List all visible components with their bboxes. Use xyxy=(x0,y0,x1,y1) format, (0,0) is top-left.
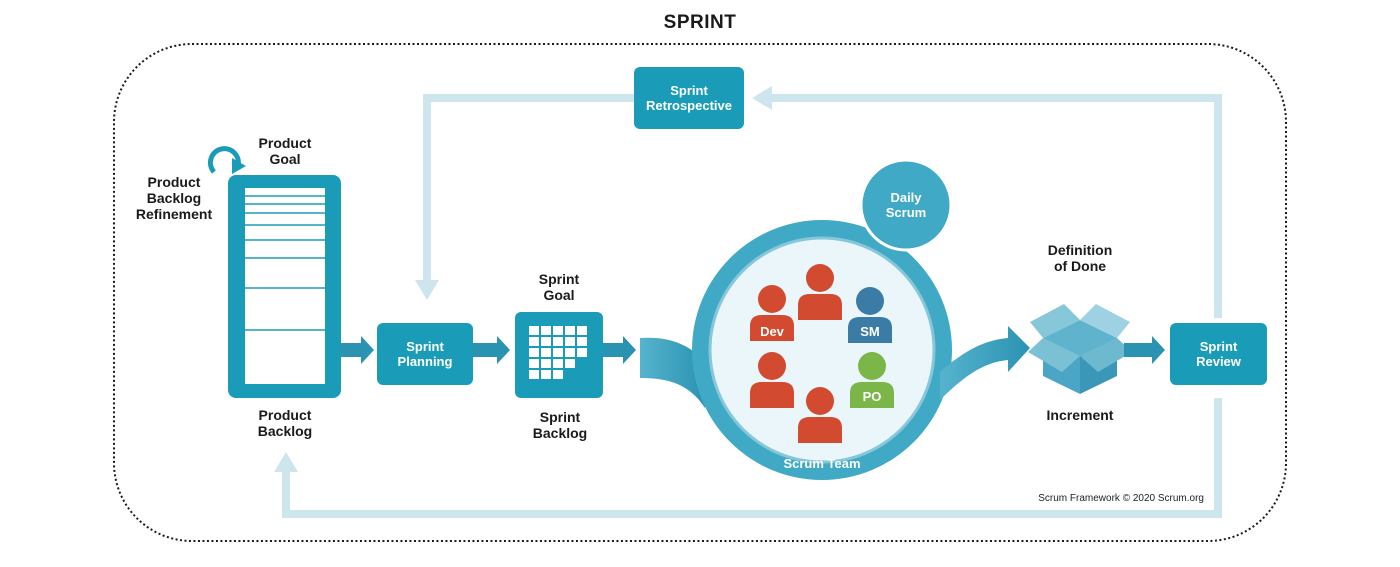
sprint-retrospective-label: Sprint Retrospective xyxy=(634,67,744,129)
daily-scrum-line-1: Daily xyxy=(890,190,922,205)
sprint-retrospective-box xyxy=(634,67,744,129)
sprint-backlog-line-2: Backlog xyxy=(532,425,588,441)
sprint-retrospective-line-2: Retrospective xyxy=(646,98,732,113)
definition-of-done-line-2: of Done xyxy=(1053,258,1107,274)
sprint-retrospective-line-1: Sprint xyxy=(670,83,708,98)
product-goal-label: Product Goal xyxy=(245,135,325,167)
person-icon xyxy=(750,285,794,341)
sprint-review-line-1: Sprint xyxy=(1199,339,1238,354)
grid-icon xyxy=(515,312,603,398)
product-backlog-label: Product Backlog xyxy=(235,407,335,439)
flow-arrow-to-sprint-backlog xyxy=(473,336,510,364)
flow-arrow-to-team xyxy=(603,336,636,364)
team-member-bottom xyxy=(798,387,842,443)
backlog-loop-arrow xyxy=(274,398,1222,518)
scrum-team-label: Scrum Team xyxy=(783,456,861,471)
sprint-goal-label: Sprint Goal xyxy=(520,271,598,303)
team-member-top xyxy=(798,264,842,320)
flow-band-in xyxy=(640,337,705,408)
refinement-label: Product Backlog Refinement xyxy=(130,174,218,222)
scrum-master-person xyxy=(848,287,892,343)
definition-of-done-label: Definition of Done xyxy=(1025,242,1135,274)
product-backlog-line-2: Backlog xyxy=(257,423,313,439)
refinement-line-2: Backlog xyxy=(146,190,202,206)
retrospective-loop-arrow xyxy=(415,86,1222,318)
product-backlog-line-1: Product xyxy=(258,407,312,423)
po-badge: PO xyxy=(862,389,882,404)
refinement-line-3: Refinement xyxy=(135,206,213,222)
sprint-goal-line-2: Goal xyxy=(543,287,575,303)
sm-badge: SM xyxy=(860,324,880,339)
sprint-title: SPRINT xyxy=(663,12,737,33)
sprint-goal-line-1: Sprint xyxy=(538,271,580,287)
copyright-text: Scrum Framework © 2020 Scrum.org xyxy=(1038,493,1204,504)
sprint-review-label: Sprint Review xyxy=(1170,323,1267,385)
sprint-backlog-label: Sprint Backlog xyxy=(515,409,605,441)
product-owner-person xyxy=(850,352,894,408)
open-box-icon xyxy=(1028,304,1132,394)
sprint-planning-box xyxy=(377,323,473,385)
refinement-line-1: Product xyxy=(147,174,201,190)
daily-scrum-line-2: Scrum xyxy=(885,205,927,220)
increment-label: Increment xyxy=(1046,407,1114,423)
dev-badge: Dev xyxy=(760,324,784,339)
circular-arrow-icon xyxy=(207,146,246,174)
product-goal-line-2: Goal xyxy=(269,151,301,167)
definition-of-done-line-1: Definition xyxy=(1047,242,1113,258)
sprint-planning-line-1: Sprint xyxy=(406,339,444,354)
sprint-planning-line-2: Planning xyxy=(397,354,453,369)
flow-arrow-to-planning xyxy=(341,336,374,364)
list-icon xyxy=(228,175,341,398)
flow-arrow-to-review xyxy=(1124,336,1165,364)
sprint-review-box xyxy=(1170,323,1267,385)
product-goal-line-1: Product xyxy=(258,135,312,151)
daily-scrum-label: Daily Scrum xyxy=(861,182,951,228)
sprint-backlog-line-1: Sprint xyxy=(539,409,581,425)
flow-band-out xyxy=(940,326,1030,400)
sprint-planning-label: Sprint Planning xyxy=(377,323,473,385)
sprint-review-line-2: Review xyxy=(1196,354,1241,369)
daily-scrum-circle xyxy=(859,158,953,252)
team-member-left-lower xyxy=(750,352,794,408)
